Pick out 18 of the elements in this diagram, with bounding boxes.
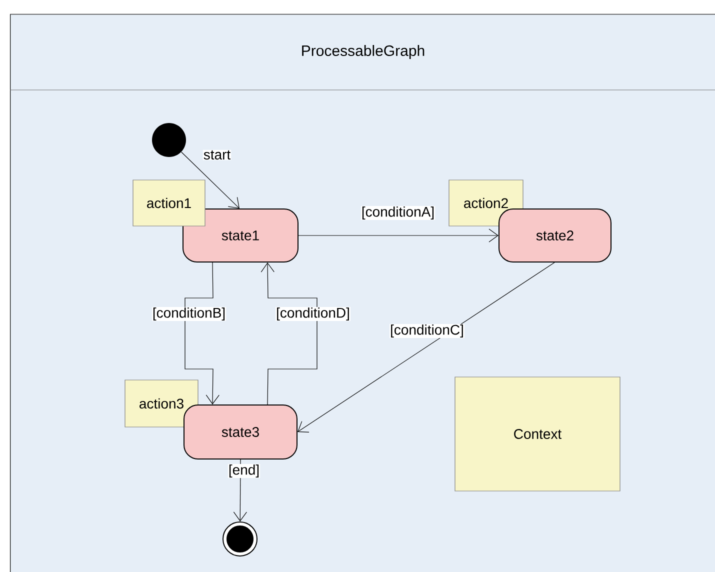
edge-label: [conditionC] — [390, 324, 464, 338]
edge-label: [conditionB] — [152, 306, 226, 322]
edge-label: [conditionA] — [360, 206, 436, 220]
state-box: state1 — [182, 208, 298, 262]
arrow — [298, 228, 498, 242]
state-box: state3 — [184, 404, 298, 460]
state-box: state2 — [498, 208, 612, 262]
final-state-dot — [222, 522, 258, 556]
action-note: action1 — [132, 180, 206, 226]
initial-state-dot — [152, 123, 186, 157]
arrow — [184, 262, 220, 404]
arrow — [260, 262, 318, 405]
arrow — [181, 152, 240, 208]
edge-label: [end] — [228, 464, 260, 478]
edge-label: [conditionD] — [276, 306, 350, 322]
arrow — [298, 262, 555, 432]
context-box: Context — [454, 376, 620, 492]
action-note: action3 — [124, 380, 198, 428]
